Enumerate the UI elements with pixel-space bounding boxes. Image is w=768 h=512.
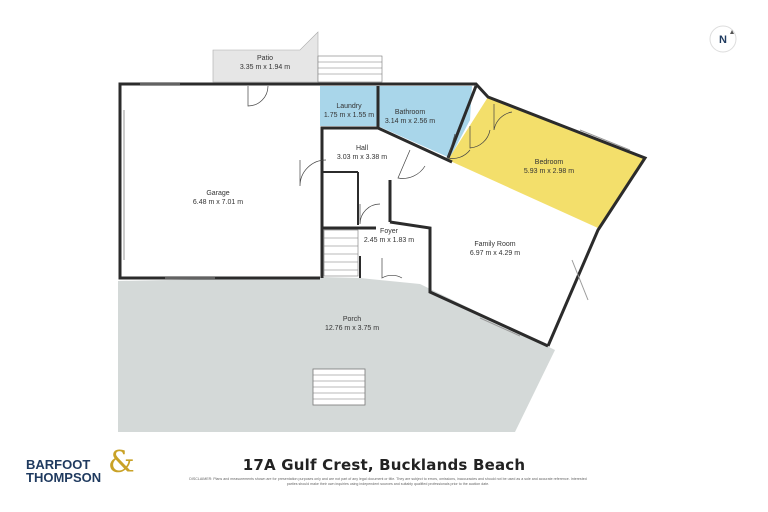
bedroom-area — [448, 97, 645, 228]
room-bathroom: Bathroom 3.14 m x 2.56 m — [385, 109, 435, 125]
room-size: 12.76 m x 3.75 m — [325, 325, 379, 332]
room-bedroom: Bedroom 5.93 m x 2.98 m — [524, 159, 574, 175]
doors — [247, 85, 513, 279]
room-patio: Patio 3.35 m x 1.94 m — [240, 55, 290, 71]
compass-icon: N — [709, 25, 737, 53]
room-laundry: Laundry 1.75 m x 1.55 m — [324, 103, 374, 119]
room-hall: Hall 3.03 m x 3.38 m — [337, 145, 387, 161]
patio-steps — [317, 55, 383, 83]
room-size: 3.03 m x 3.38 m — [337, 154, 387, 161]
room-name: Bathroom — [395, 109, 426, 116]
windows — [123, 83, 631, 337]
room-porch: Porch 12.76 m x 3.75 m — [325, 316, 379, 332]
room-size: 2.45 m x 1.83 m — [364, 237, 414, 244]
room-garage: Garage 6.48 m x 7.01 m — [193, 190, 243, 206]
brand-logo: BARFOOT THOMPSON & — [26, 448, 135, 485]
room-family: Family Room 6.97 m x 4.29 m — [470, 241, 520, 257]
room-size: 3.14 m x 2.56 m — [385, 118, 435, 125]
room-name: Laundry — [336, 103, 362, 110]
interior-walls — [322, 171, 361, 278]
logo-line1: BARFOOT — [26, 457, 91, 472]
room-size: 5.93 m x 2.98 m — [524, 168, 574, 175]
disclaimer-text: DISCLAIMER: Plans and measurements shown… — [189, 477, 587, 486]
interior-stairs — [323, 229, 359, 277]
room-size: 6.48 m x 7.01 m — [193, 199, 243, 206]
room-size: 3.35 m x 1.94 m — [240, 64, 290, 71]
porch-steps — [312, 368, 366, 406]
walls — [118, 82, 648, 348]
room-name: Garage — [206, 190, 229, 197]
room-foyer: Foyer 2.45 m x 1.83 m — [364, 228, 414, 244]
logo-line2: THOMPSON — [26, 470, 102, 485]
laundry-area — [320, 86, 378, 126]
room-name: Hall — [356, 145, 369, 152]
porch-area — [118, 277, 555, 432]
room-size: 6.97 m x 4.29 m — [470, 250, 520, 257]
room-name: Family Room — [474, 241, 515, 248]
address-title: 17A Gulf Crest, Bucklands Beach — [242, 456, 526, 474]
room-name: Foyer — [380, 228, 399, 235]
room-name: Porch — [343, 316, 361, 323]
compass-label: N — [719, 34, 727, 46]
bathroom-area — [378, 86, 472, 158]
room-size: 1.75 m x 1.55 m — [324, 112, 374, 119]
room-name: Patio — [257, 55, 273, 62]
room-name: Bedroom — [535, 159, 564, 166]
